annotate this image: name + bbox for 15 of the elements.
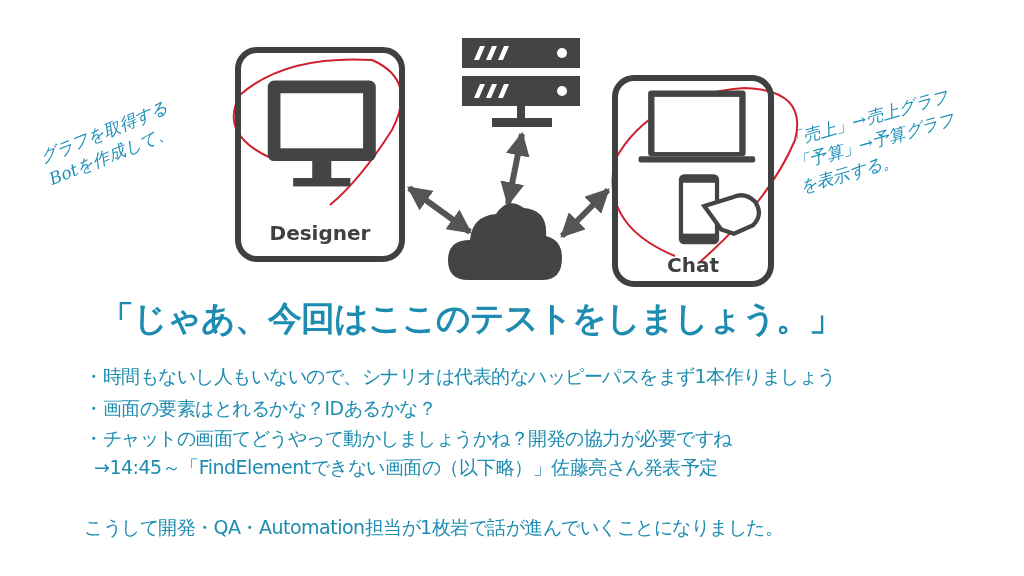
bullet-text: ・チャットの画面てどうやって動かしましょうかね？開発の協力が必要ですね bbox=[84, 426, 732, 451]
device-label: Chat bbox=[667, 253, 719, 277]
handwritten-note: 「売上」→売上グラフ「予算」→予算グラフを表示する。 bbox=[783, 84, 958, 199]
slide-title: 「じゃあ、今回はここのテストをしましょう。」 bbox=[100, 297, 842, 340]
bullet-text: ・画面の要素はとれるかな？IDあるかな？ bbox=[84, 396, 437, 421]
device-card bbox=[612, 75, 774, 287]
handwritten-note: グラフを取得するBotを作成して、 bbox=[36, 96, 177, 191]
bullet-text: →14:45～「FindElementできない画面の（以下略）」佐藤亮さん発表予定 bbox=[94, 455, 718, 480]
device-label: Designer bbox=[269, 221, 371, 245]
double-arrow bbox=[500, 131, 530, 207]
summary-text: こうして開発・QA・Automation担当が1枚岩で話が進んでいくことになりました。 bbox=[84, 515, 784, 540]
device-card bbox=[235, 47, 405, 262]
double-arrow bbox=[407, 185, 472, 235]
double-arrow bbox=[559, 187, 611, 239]
bullet-text: ・時間もないし人もいないので、シナリオは代表的なハッピーパスをまず1本作りましょう bbox=[84, 364, 836, 389]
